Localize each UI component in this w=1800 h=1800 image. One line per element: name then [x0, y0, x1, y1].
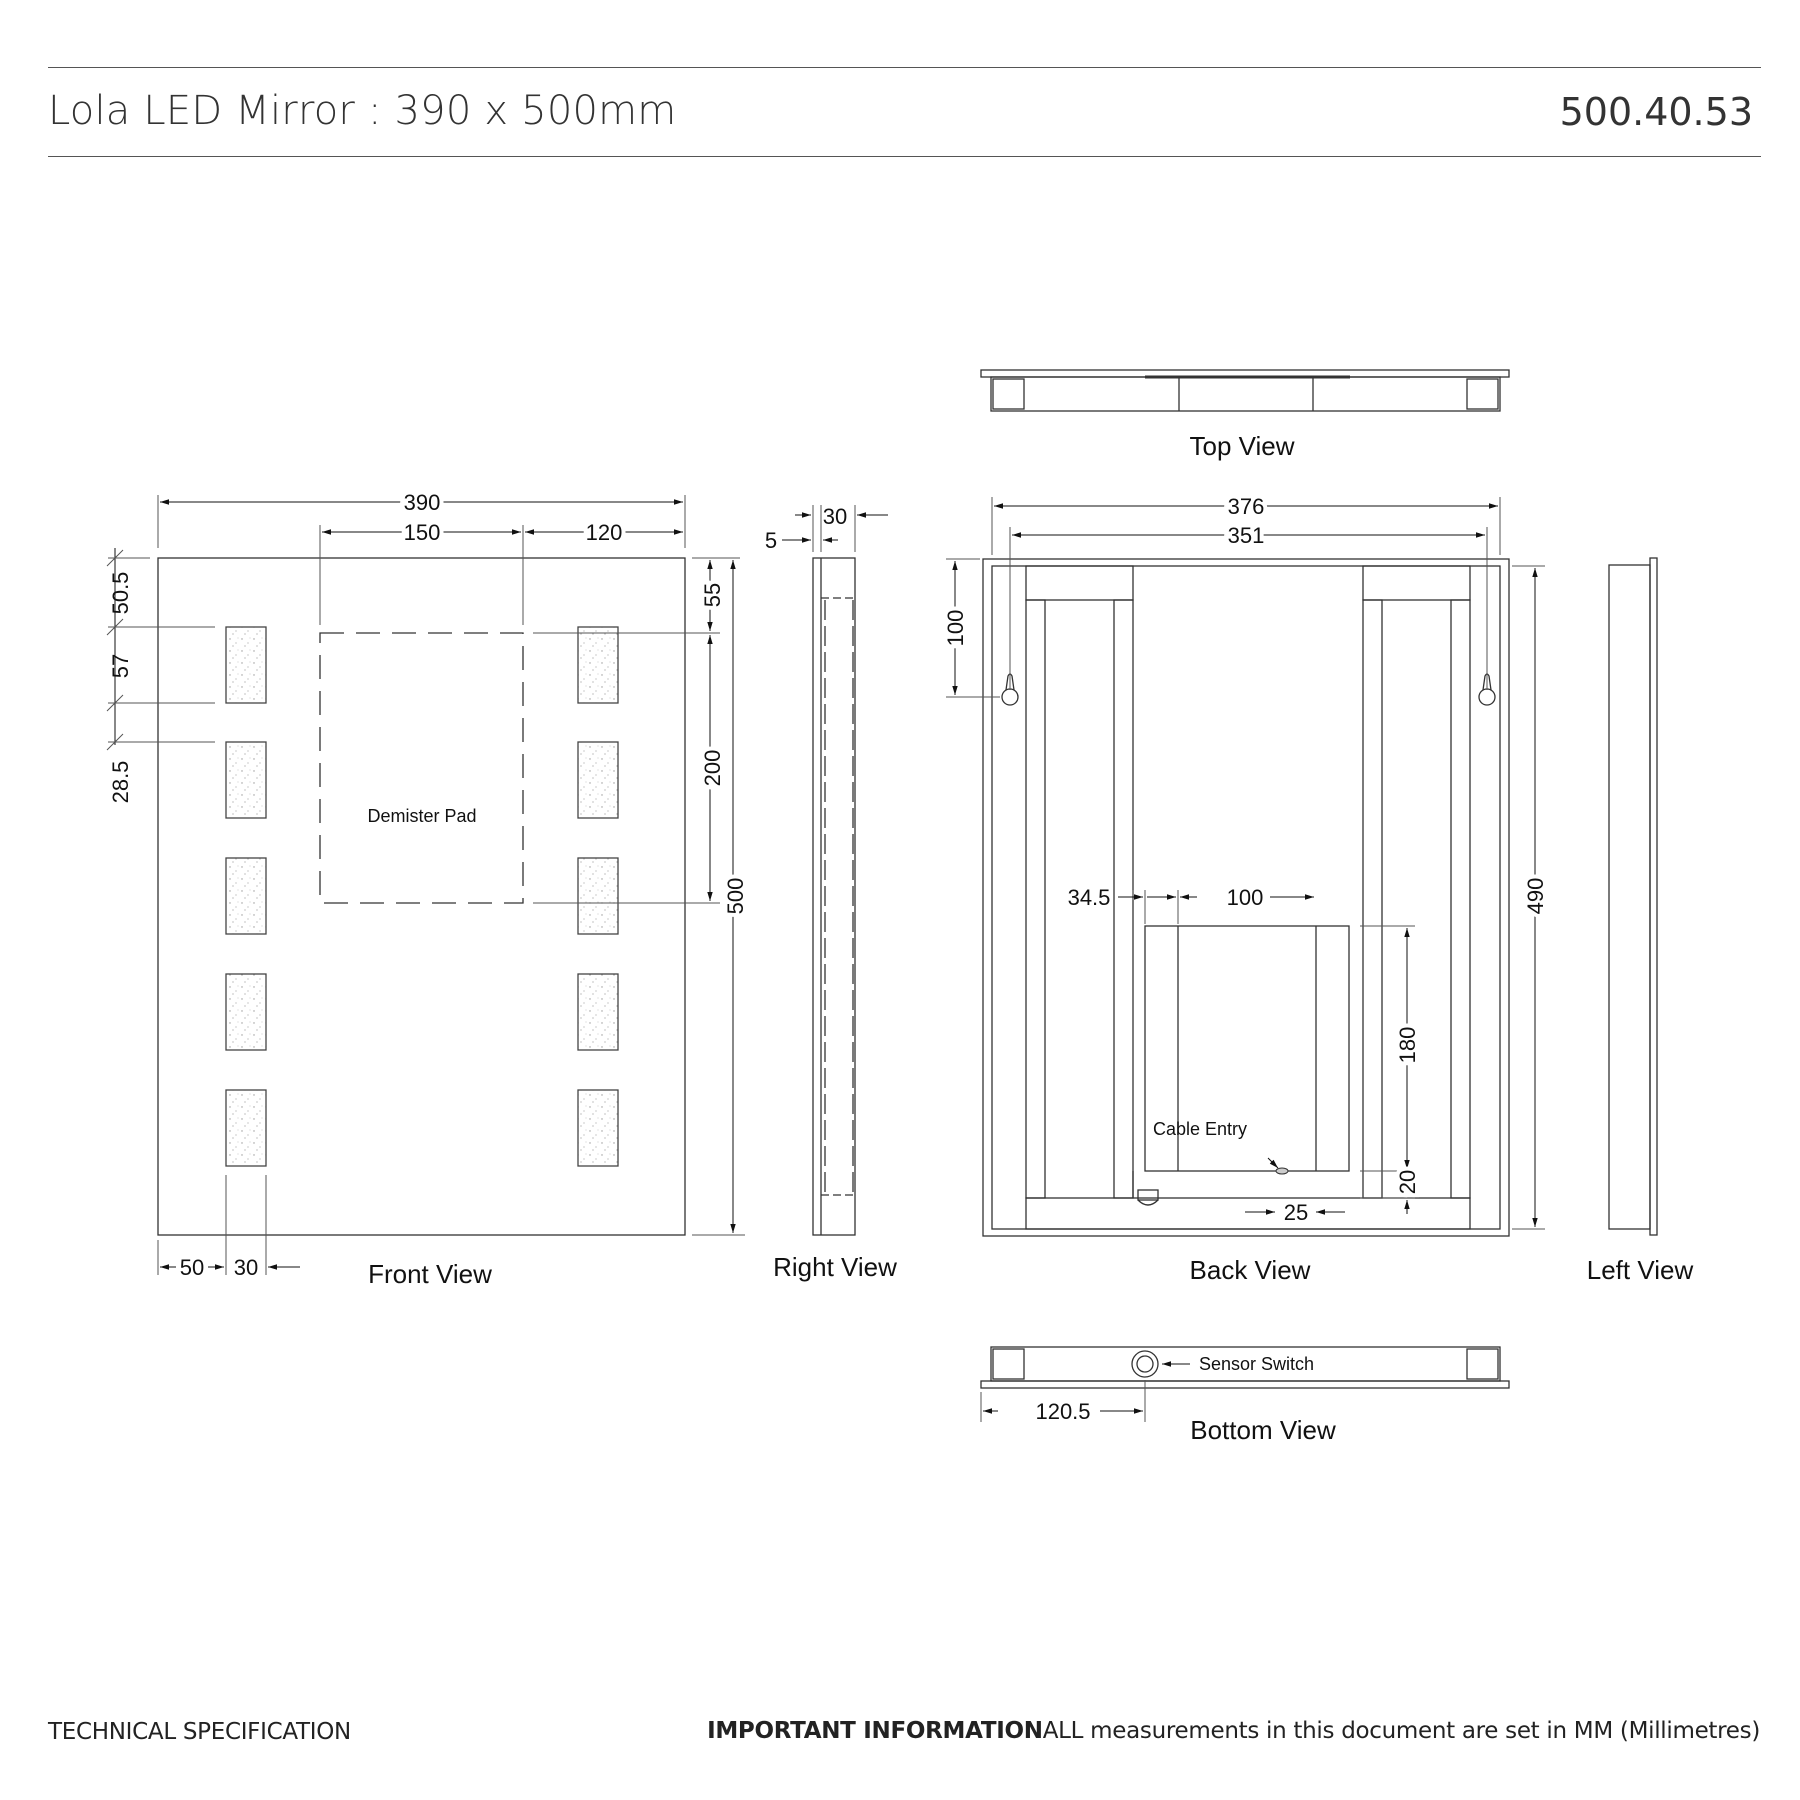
back-view-label: Back View — [1190, 1255, 1311, 1285]
led-strip — [577, 1089, 619, 1167]
bottom-view — [980, 1346, 1510, 1389]
front-mirror-outline — [157, 557, 686, 1236]
dim-top-margin: 50.5 — [108, 572, 133, 615]
led-strip — [225, 741, 267, 819]
important-text: ALL measurements in this document are se… — [1042, 1718, 1761, 1744]
cable-entry-label: Cable Entry — [1153, 1119, 1247, 1139]
dim-box-width: 100 — [1227, 885, 1264, 910]
dim-demister-width: 150 — [404, 520, 441, 545]
dim-side-front: 5 — [765, 528, 777, 553]
cable-entry-marker — [1267, 1157, 1289, 1175]
led-strip — [225, 857, 267, 935]
front-view — [157, 557, 686, 1236]
right-view — [812, 557, 856, 1236]
top-view — [980, 369, 1510, 412]
led-strip — [225, 973, 267, 1051]
page-title: Lola LED Mirror : 390 x 500mm — [48, 88, 677, 134]
front-view-label: Front View — [368, 1259, 492, 1289]
dim-cable-offset: 20 — [1395, 1170, 1420, 1194]
dim-demister-top: 55 — [700, 583, 725, 607]
led-strip — [577, 857, 619, 935]
important-label: IMPORTANT INFORMATION — [707, 1718, 1043, 1744]
header-top-rule — [48, 67, 1761, 68]
document-number: 500.40.53 — [1559, 90, 1753, 134]
dim-front-height: 500 — [723, 878, 748, 915]
left-view-label: Left View — [1587, 1255, 1694, 1285]
dim-light-width: 30 — [234, 1255, 258, 1280]
dim-back-outer-width: 376 — [1228, 494, 1265, 519]
dim-light-height: 57 — [108, 654, 133, 678]
dim-left-margin: 50 — [180, 1255, 204, 1280]
front-dimensions — [106, 495, 745, 1275]
bottom-dimensions — [980, 1361, 1190, 1422]
sensor-switch-icon — [1131, 1350, 1159, 1378]
left-view — [1608, 557, 1658, 1236]
left-side-outline — [1608, 564, 1651, 1230]
right-view-label: Right View — [773, 1252, 897, 1282]
right-dimensions — [782, 505, 888, 552]
dim-box-height: 180 — [1395, 1027, 1420, 1064]
sensor-switch-label: Sensor Switch — [1199, 1354, 1314, 1374]
bottom-view-label: Bottom View — [1190, 1415, 1336, 1445]
led-strips-right — [577, 626, 619, 1167]
back-mirror-outline — [982, 558, 1510, 1237]
led-strip — [225, 626, 267, 704]
top-frame — [990, 376, 1501, 412]
footer-technical-specification: TECHNICAL SPECIFICATION — [48, 1719, 351, 1745]
bottom-glass-edge — [980, 1380, 1510, 1389]
dim-sensor-offset: 120.5 — [1035, 1399, 1090, 1424]
led-strip — [577, 741, 619, 819]
dim-light-gap: 28.5 — [108, 761, 133, 804]
dim-cable-width: 25 — [1284, 1200, 1308, 1225]
dim-right-offset: 120 — [586, 520, 623, 545]
cable-box — [1144, 925, 1350, 1172]
dim-side-depth: 30 — [823, 504, 847, 529]
led-strip — [577, 973, 619, 1051]
demister-pad-outline — [319, 632, 524, 904]
dim-hanger-drop: 100 — [943, 610, 968, 647]
led-strips-left — [225, 626, 267, 1167]
right-side-outline — [812, 557, 856, 1236]
dim-box-offset: 34.5 — [1068, 885, 1111, 910]
dim-front-width: 390 — [404, 490, 441, 515]
footer-important-information: IMPORTANT INFORMATIONALL measurements in… — [707, 1718, 1760, 1744]
led-strip — [225, 1089, 267, 1167]
top-view-label: Top View — [1189, 431, 1294, 461]
dim-back-height: 490 — [1523, 878, 1548, 915]
header-bottom-rule — [48, 156, 1761, 157]
demister-pad-label: Demister Pad — [367, 806, 476, 826]
dim-back-inner-width: 351 — [1228, 523, 1265, 548]
back-dimensions — [946, 497, 1545, 1230]
led-strip — [577, 626, 619, 704]
dim-demister-height: 200 — [700, 750, 725, 787]
back-view — [982, 558, 1510, 1237]
